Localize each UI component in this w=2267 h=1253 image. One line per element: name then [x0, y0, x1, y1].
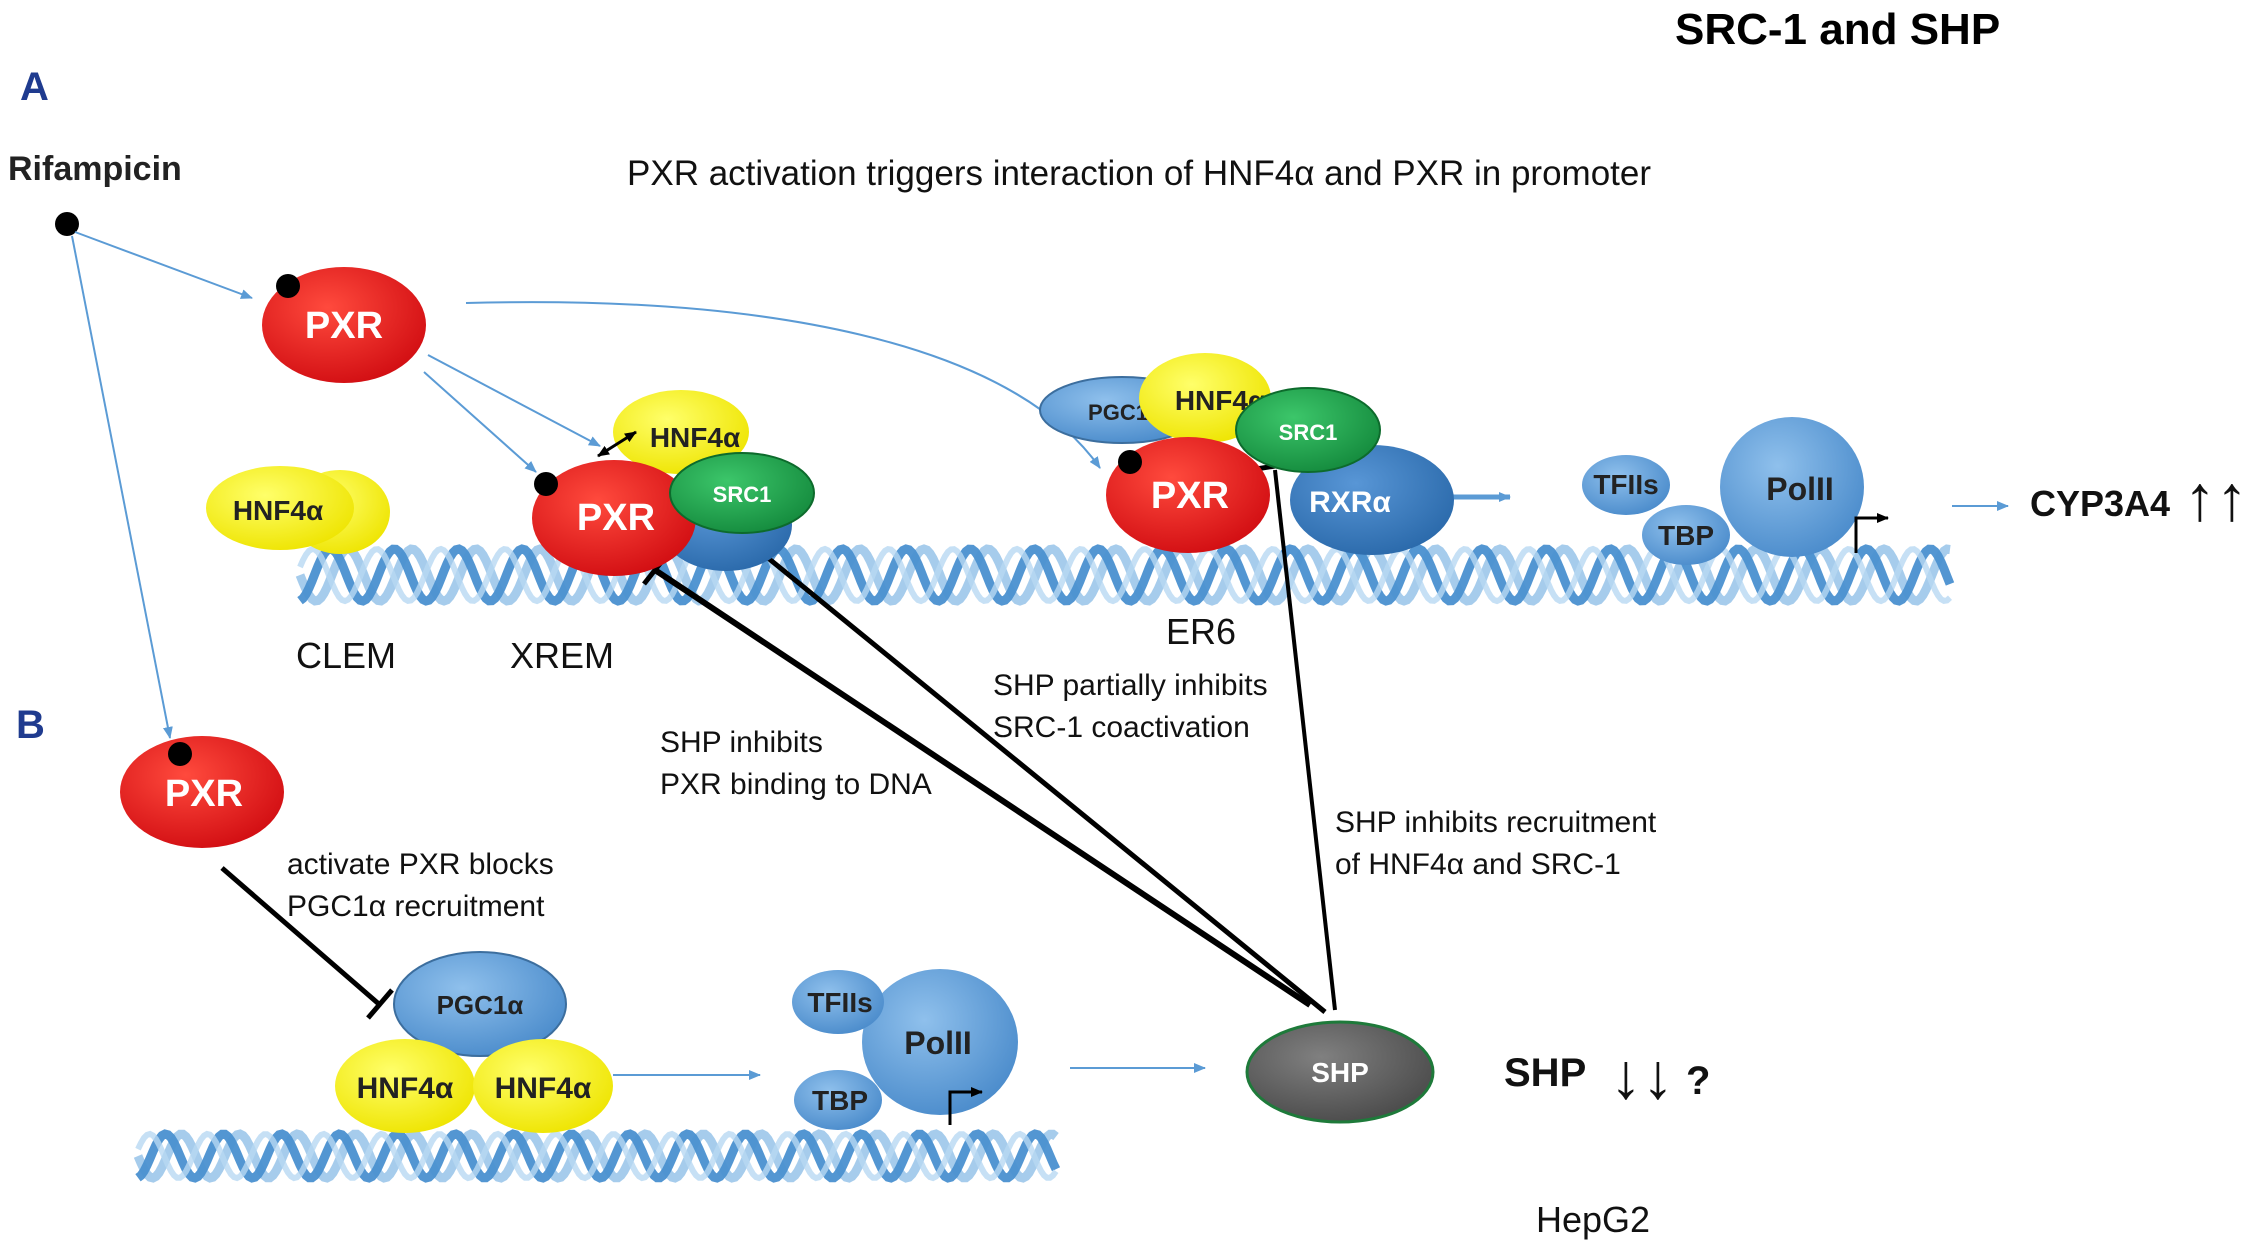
- rifampicin-ligand-dot: [55, 212, 79, 236]
- svg-text:TBP: TBP: [1658, 520, 1714, 551]
- svg-text:HNF4α: HNF4α: [495, 1072, 592, 1105]
- svg-text:PXR: PXR: [165, 773, 243, 815]
- svg-text:of HNF4α and SRC-1: of HNF4α and SRC-1: [1335, 848, 1621, 881]
- svg-text:PGC1α recruitment: PGC1α recruitment: [287, 890, 545, 923]
- panel-label-b: B: [16, 703, 45, 747]
- note-binding-inhibition: SHP inhibits PXR binding to DNA: [660, 726, 932, 801]
- svg-text:PGC1α: PGC1α: [437, 990, 524, 1020]
- svg-text:SRC-1 coactivation: SRC-1 coactivation: [993, 711, 1250, 744]
- note-pgc1a-block: activate PXR blocks PGC1α recruitment: [287, 848, 554, 923]
- svg-text:SRC1: SRC1: [1279, 420, 1338, 445]
- svg-text:HNF4α: HNF4α: [233, 495, 323, 526]
- region-er6: ER6: [1166, 611, 1236, 652]
- er6-complex: PGC1 RXRα HNF4α PXR SRC1: [1039, 353, 1454, 555]
- dna-strand: [135, 1129, 1061, 1183]
- svg-text:TBP: TBP: [812, 1085, 868, 1116]
- svg-text:PXR: PXR: [1151, 475, 1229, 517]
- shp-output-label: SHP: [1504, 1051, 1586, 1095]
- note-partial-inhibition: SHP partially inhibits SRC-1 coactivatio…: [993, 669, 1268, 744]
- region-xrem: XREM: [510, 635, 614, 676]
- dna-strand: [135, 1130, 1059, 1182]
- polii-complex-a: PolII TFIIs TBP: [1582, 417, 1889, 565]
- pxr-free: PXR: [262, 267, 426, 383]
- note-recruitment-inhibition: SHP inhibits recruitment of HNF4α and SR…: [1335, 806, 1657, 881]
- svg-text:TFIIs: TFIIs: [1593, 469, 1658, 500]
- svg-text:RXRα: RXRα: [1309, 486, 1391, 519]
- svg-text:SHP partially inhibits: SHP partially inhibits: [993, 669, 1268, 702]
- svg-text:PolII: PolII: [904, 1025, 972, 1061]
- svg-text:SHP inhibits recruitment: SHP inhibits recruitment: [1335, 806, 1657, 839]
- hnf4a-clem: HNF4α: [206, 466, 390, 554]
- svg-text:SHP: SHP: [1311, 1057, 1369, 1088]
- svg-text:SHP inhibits: SHP inhibits: [660, 726, 823, 759]
- panel-label-a: A: [20, 65, 49, 109]
- inhibition-lines: [220, 459, 1337, 1020]
- svg-text:SRC1: SRC1: [713, 482, 772, 507]
- polii-complex-b: PolII TFIIs TBP: [792, 969, 1018, 1130]
- output-up-arrows: ↑↑: [2184, 462, 2248, 534]
- ligand-label: Rifampicin: [8, 150, 182, 188]
- pgc1a-hnf4a-complex: PGC1α HNF4α HNF4α: [335, 951, 613, 1133]
- svg-text:PXR: PXR: [577, 497, 655, 539]
- figure-title: SRC-1 and SHP: [1675, 5, 2000, 54]
- svg-text:PXR binding to DNA: PXR binding to DNA: [660, 768, 932, 801]
- svg-text:PGC1: PGC1: [1088, 400, 1148, 425]
- shp-protein: SHP: [1245, 1020, 1435, 1124]
- svg-text:activate PXR blocks: activate PXR blocks: [287, 848, 554, 881]
- dna-helix-lower: [133, 1129, 1061, 1183]
- svg-text:PXR: PXR: [305, 305, 383, 347]
- svg-text:TFIIs: TFIIs: [807, 987, 872, 1018]
- xrem-complex: HNF4α PXR SRC1: [532, 390, 815, 576]
- output-cyp3a4: CYP3A4: [2030, 483, 2170, 524]
- svg-text:HNF4α: HNF4α: [650, 422, 740, 453]
- shp-down-arrows: ↓↓: [1610, 1040, 1674, 1112]
- shp-question: ?: [1686, 1059, 1710, 1103]
- pxr-panel-b: PXR: [120, 736, 284, 848]
- panel-a-caption: PXR activation triggers interaction of H…: [627, 154, 1651, 193]
- cell-line-label: HepG2: [1536, 1199, 1650, 1240]
- region-clem: CLEM: [296, 635, 396, 676]
- svg-text:HNF4α: HNF4α: [357, 1072, 454, 1105]
- svg-text:PolII: PolII: [1766, 471, 1834, 507]
